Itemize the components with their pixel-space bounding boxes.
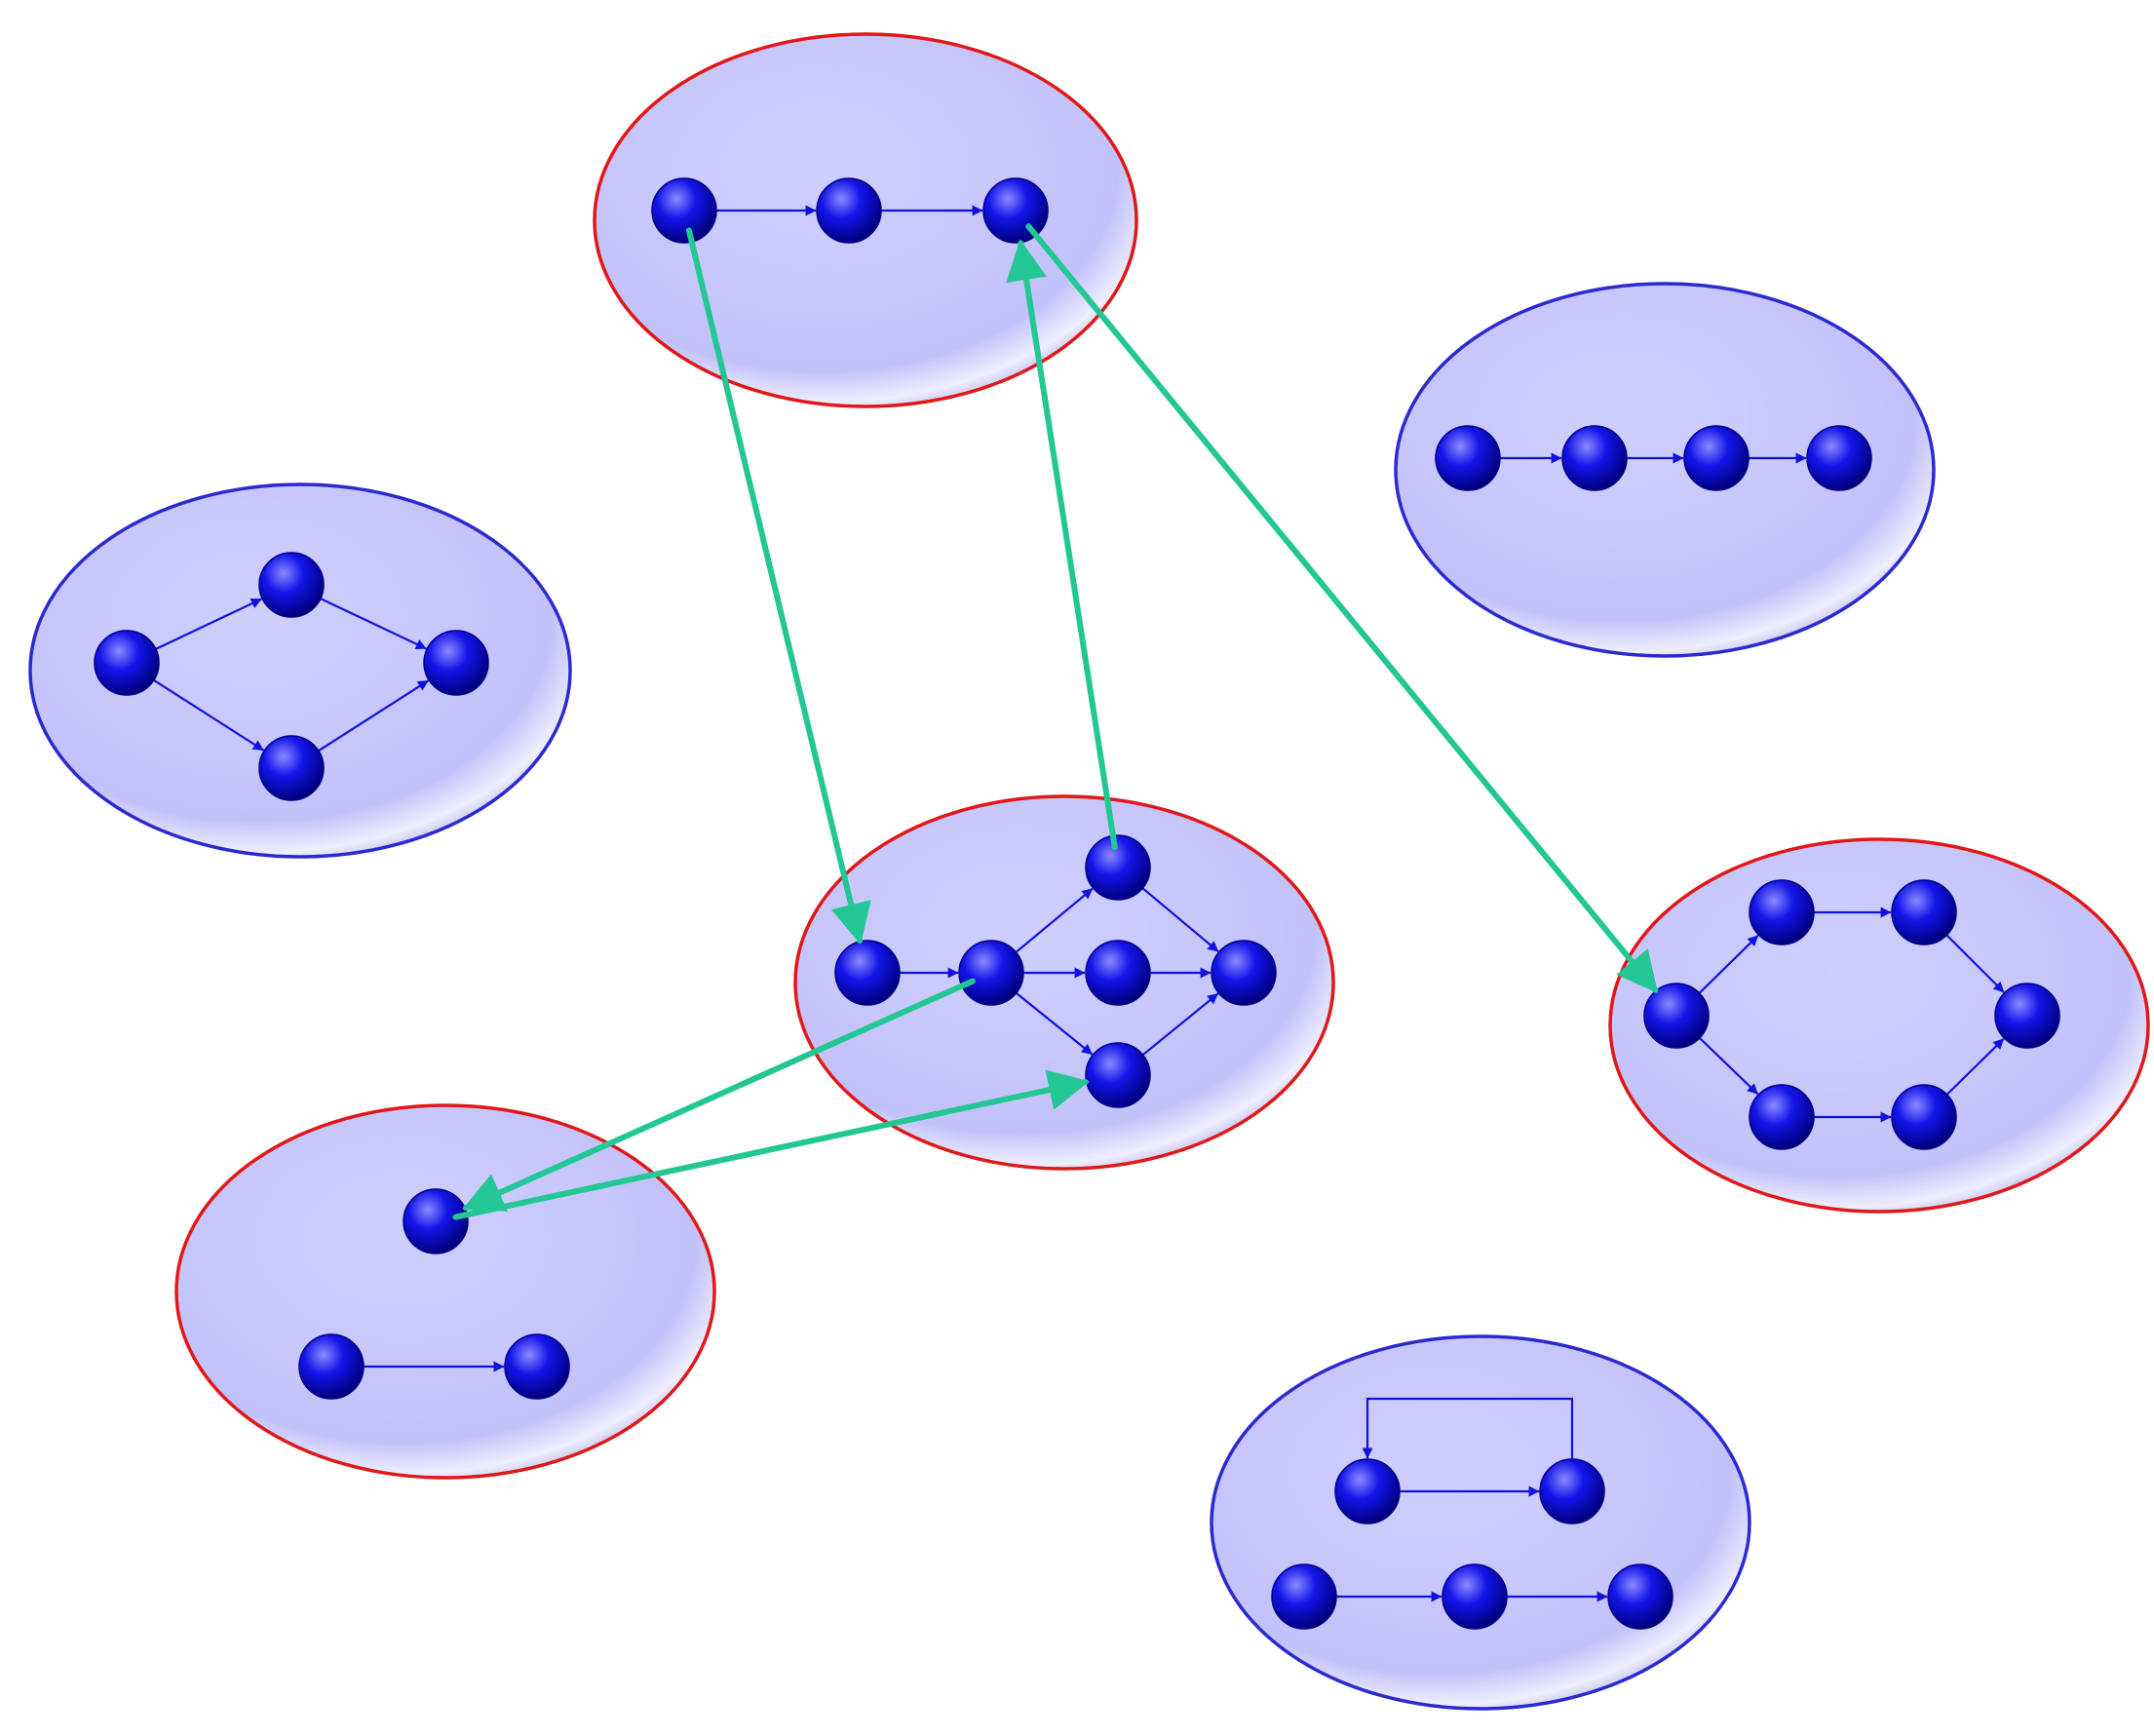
edge-c2-c3 (1015, 887, 1094, 953)
intra-cluster-edges-layer (153, 205, 2005, 1602)
node-h2 (1749, 879, 1815, 945)
node-b2 (298, 1333, 365, 1400)
node-b1 (403, 1188, 469, 1254)
node-c6 (1211, 940, 1277, 1006)
edge-h1-h5 (1699, 1037, 1759, 1096)
cluster-bottom-right (1210, 1334, 1751, 1711)
edge-c3-c6 (1141, 887, 1219, 953)
edge-c5-c6 (1141, 992, 1219, 1057)
edge-l1-l3 (153, 678, 264, 752)
inter-edge-c2-b1 (462, 978, 976, 1212)
node-d3 (1271, 1563, 1337, 1630)
node-c2 (958, 940, 1024, 1006)
inter-edge-c3-t3 (1006, 239, 1118, 851)
node-r4 (1806, 425, 1872, 491)
edge-l1-l2 (155, 598, 262, 650)
node-d1 (1334, 1458, 1401, 1524)
inter-edge-t1-c1 (685, 227, 871, 945)
cluster-left (28, 482, 572, 859)
inter-edge-b1-c5 (452, 1069, 1090, 1220)
inter-cluster-edges-layer (452, 223, 1659, 1220)
node-r3 (1683, 425, 1750, 491)
node-t2 (816, 177, 882, 244)
node-c4 (1085, 940, 1151, 1006)
node-l1 (94, 630, 160, 696)
node-c1 (834, 940, 901, 1006)
node-l3 (258, 735, 325, 801)
cluster-bottom-left (174, 1103, 716, 1480)
node-h3 (1891, 879, 1957, 945)
edge-c2-c5 (1015, 991, 1094, 1056)
node-t3 (982, 177, 1049, 244)
nodes-layer (94, 177, 2060, 1630)
cluster-top-right (1394, 282, 1936, 658)
node-b3 (504, 1333, 570, 1400)
cluster-center (793, 794, 1335, 1171)
edge-h6-h4 (1945, 1038, 2005, 1096)
edge-l2-l4 (320, 598, 427, 650)
node-r2 (1561, 425, 1628, 491)
node-h4 (1994, 983, 2060, 1049)
node-h5 (1749, 1084, 1815, 1150)
node-h1 (1643, 983, 1710, 1049)
node-r1 (1435, 425, 1501, 491)
edge-d2-d1 (1362, 1397, 1574, 1459)
cluster-right (1608, 837, 2150, 1214)
node-d5 (1607, 1563, 1673, 1630)
edge-l3-l4 (318, 679, 429, 752)
node-l4 (423, 630, 489, 696)
clusters-layer (28, 32, 2150, 1711)
node-d4 (1442, 1563, 1508, 1630)
edge-h1-h2 (1698, 935, 1759, 994)
node-h6 (1891, 1084, 1957, 1150)
inter-edge-t3-h1 (1025, 223, 1659, 993)
node-t1 (651, 177, 717, 244)
node-l2 (258, 552, 325, 618)
edge-h3-h4 (1945, 934, 2005, 993)
node-c3 (1085, 834, 1151, 901)
node-c5 (1085, 1042, 1151, 1108)
node-d2 (1539, 1458, 1605, 1524)
